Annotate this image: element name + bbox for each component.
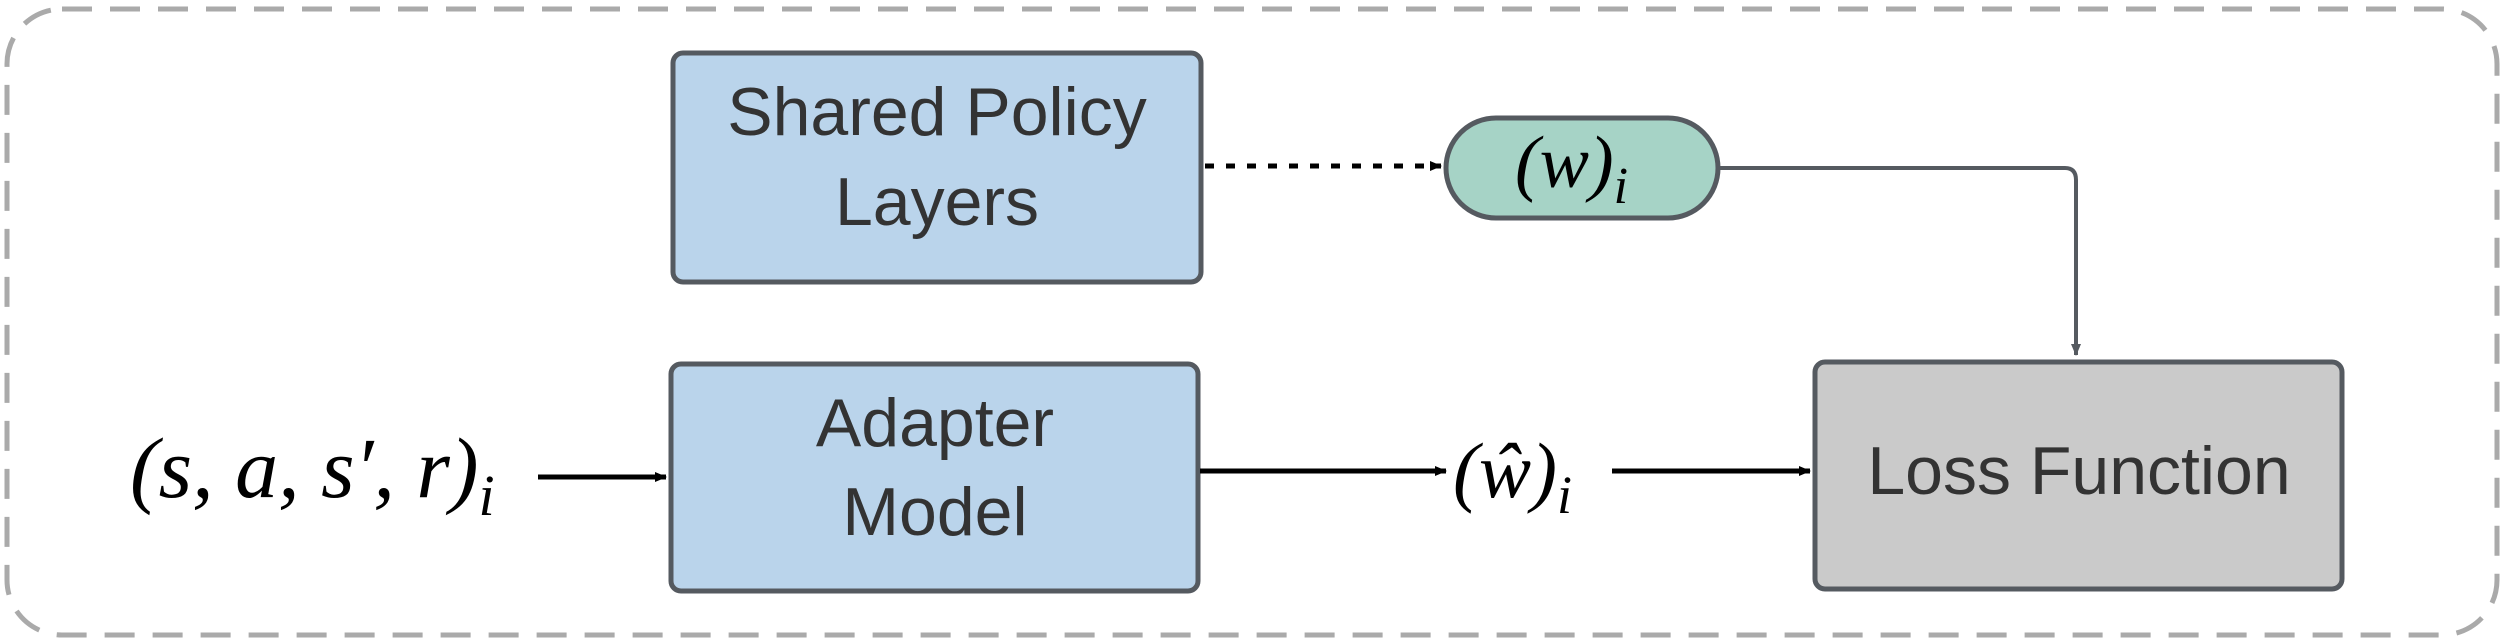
shared-policy-layers-box xyxy=(670,50,1204,285)
loss-function-node: Loss Function xyxy=(1812,359,2345,592)
w-hat-label: (ŵ)i xyxy=(1453,427,1572,525)
w-hat-base: (ŵ) xyxy=(1453,427,1557,514)
shared-policy-layers-label-line1: Shared Policy xyxy=(727,74,1147,150)
w-output-pill xyxy=(1443,115,1721,221)
shared-policy-layers-node: Shared Policy Layers xyxy=(670,50,1204,285)
input-tuple-base: (s, a, s′, r) xyxy=(130,420,479,516)
shared-policy-layers-label-line2: Layers xyxy=(835,164,1039,240)
w-output-subscript: i xyxy=(1614,158,1628,215)
input-tuple-subscript: i xyxy=(479,463,495,528)
w-output-label: (w)i xyxy=(1515,122,1628,215)
w-output-node: (w)i xyxy=(1443,115,1721,221)
adapter-model-box xyxy=(668,361,1201,594)
adapter-model-label-line2: Model xyxy=(842,474,1027,550)
loss-function-box xyxy=(1812,359,2345,592)
loss-function-label: Loss Function xyxy=(1867,433,2290,509)
edge-w-to-loss xyxy=(1720,166,2081,356)
adapter-model-node: Adapter Model xyxy=(668,361,1201,594)
adapter-model-label-line1: Adapter xyxy=(816,385,1054,461)
w-hat-subscript: i xyxy=(1557,465,1572,525)
input-tuple-label: (s, a, s′, r)i xyxy=(130,420,495,528)
w-output-base: (w) xyxy=(1515,122,1614,204)
